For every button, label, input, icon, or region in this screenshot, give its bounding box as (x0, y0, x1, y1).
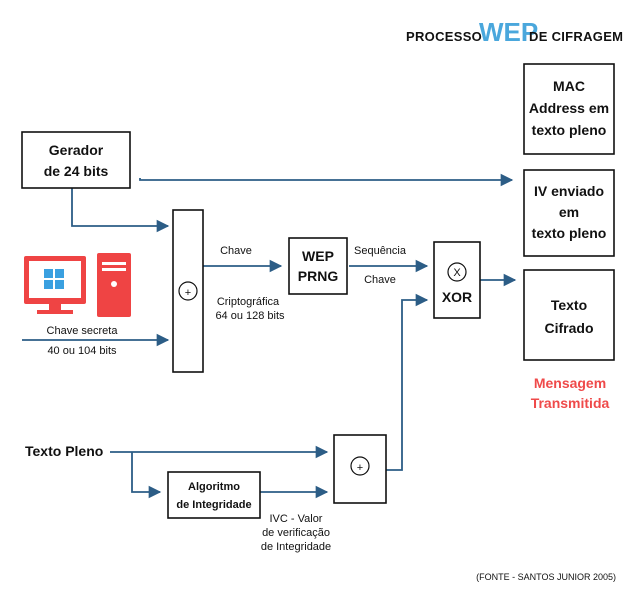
algoritmo-line2: de Integridade (176, 499, 251, 511)
title-part1: PROCESSO (406, 29, 482, 44)
label-ivc-2: de verificação (262, 527, 330, 539)
xor-circle-icon (447, 262, 467, 282)
plus-circle-icon (178, 281, 198, 301)
connector-texto-pleno-to-algoritmo (131, 452, 162, 499)
xor-label: XOR (442, 289, 472, 305)
plus-symbol-2: + (357, 462, 363, 474)
label-ivc-3: de Integridade (261, 541, 331, 553)
title-part2: DE CIFRAGEM (529, 29, 623, 44)
gerador-line1: Gerador (49, 142, 104, 158)
windows-logo-icon (44, 269, 64, 289)
label-texto-pleno: Texto Pleno (25, 443, 103, 459)
diagram-title: PROCESSO WEP DE CIFRAGEM (406, 17, 623, 47)
mac-line2: Address em (529, 100, 609, 116)
label-chave-secreta: Chave secreta (47, 325, 119, 337)
prng-line2: PRNG (298, 268, 339, 284)
cifrado-line2: Cifrado (545, 320, 594, 336)
algoritmo-line1: Algoritmo (188, 481, 240, 493)
xor-symbol: X (453, 267, 461, 279)
iv-line2: em (559, 204, 579, 220)
xor-box: X XOR (433, 241, 481, 319)
gerador-line2: de 24 bits (44, 163, 109, 179)
connector-gerador-to-plus (71, 188, 170, 233)
label-criptografica: Criptográfica (217, 296, 280, 308)
label-mensagem: Mensagem (534, 375, 606, 391)
texto-cifrado-box: Texto Cifrado (523, 269, 615, 361)
iv-line1: IV enviado (534, 183, 604, 199)
mac-address-box: MAC Address em texto pleno (523, 63, 615, 155)
label-sequencia: Sequência (354, 245, 407, 257)
source-caption: (FONTE - SANTOS JUNIOR 2005) (476, 572, 616, 582)
label-transmitida: Transmitida (531, 395, 610, 411)
title-emphasis: WEP (479, 17, 538, 47)
prng-line1: WEP (302, 248, 334, 264)
connector-gerador-to-iv (139, 173, 514, 187)
algoritmo-box: Algoritmo de Integridade (167, 471, 261, 519)
label-chave: Chave (220, 245, 252, 257)
connectors (22, 173, 517, 499)
computer-icon (24, 253, 131, 317)
connector-plus-to-xor (386, 293, 429, 471)
wep-prng-box: WEP PRNG (288, 237, 348, 295)
label-chave-2: Chave (364, 274, 396, 286)
plus-circle-icon-2 (350, 456, 370, 476)
key-combine-box: + (172, 209, 204, 373)
mac-line1: MAC (553, 78, 585, 94)
label-chave-bits: 40 ou 104 bits (47, 345, 117, 357)
label-ivc-1: IVC - Valor (270, 513, 323, 525)
cifrado-line1: Texto (551, 297, 587, 313)
integrity-combine-box: + (333, 434, 387, 504)
gerador-box: Gerador de 24 bits (21, 131, 131, 189)
mac-line3: texto pleno (532, 122, 607, 138)
label-64-128-bits: 64 ou 128 bits (215, 310, 285, 322)
plus-symbol-1: + (185, 287, 191, 299)
iv-box: IV enviado em texto pleno (523, 169, 615, 257)
iv-line3: texto pleno (532, 225, 607, 241)
